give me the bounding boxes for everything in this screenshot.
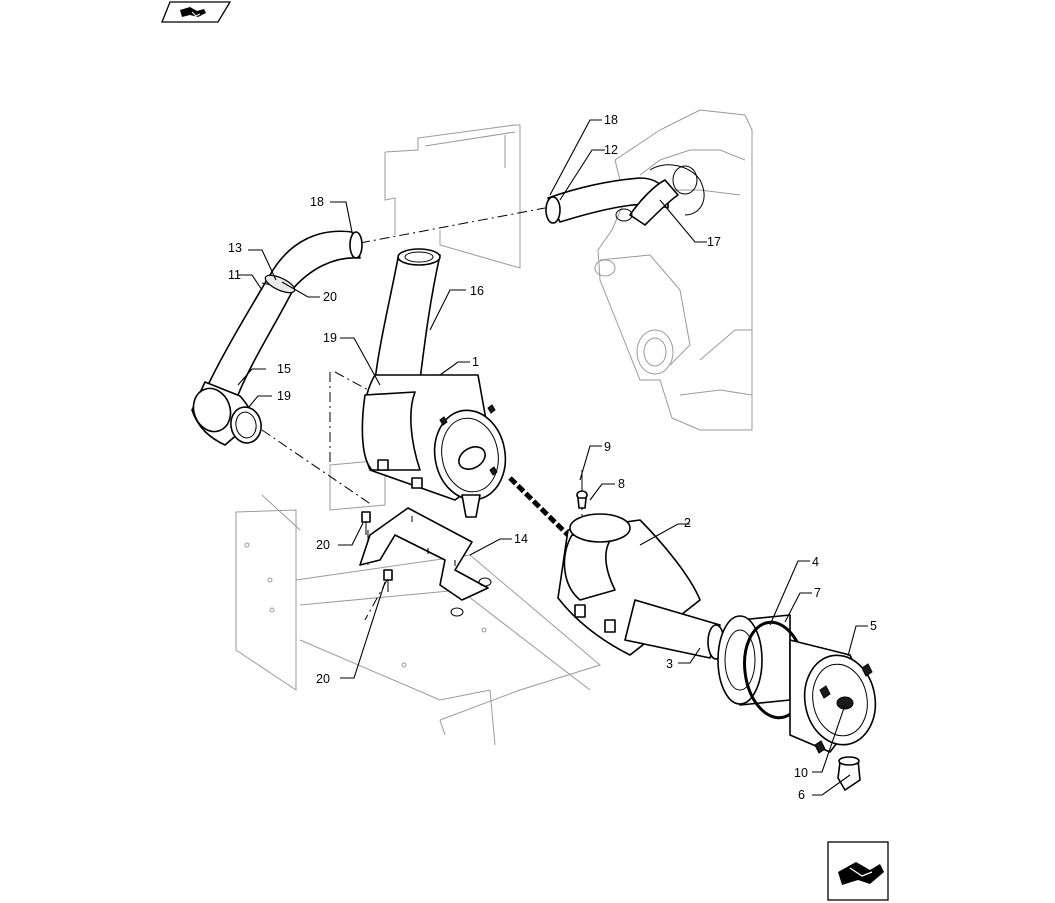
callout-labels: 18 13 11 20 15 19 16 19 1 18 12 17 9 8 2… bbox=[228, 113, 877, 802]
prev-page-button[interactable] bbox=[161, 1, 232, 23]
callout-label: 13 bbox=[228, 241, 242, 255]
callout-label: 20 bbox=[316, 538, 330, 552]
air-cleaner-1 bbox=[361, 374, 507, 518]
cover-5 bbox=[789, 639, 877, 754]
elbow-15 bbox=[191, 381, 262, 446]
callout-label: 7 bbox=[814, 586, 821, 600]
callout-label: 1 bbox=[472, 355, 479, 369]
callout-label: 10 bbox=[794, 766, 808, 780]
callout-label: 15 bbox=[277, 362, 291, 376]
callout-label: 2 bbox=[684, 516, 691, 530]
callout-label: 9 bbox=[604, 440, 611, 454]
bracket-14 bbox=[359, 507, 492, 617]
valve-6 bbox=[837, 756, 861, 791]
callout-label: 20 bbox=[323, 290, 337, 304]
callout-label: 11 bbox=[228, 268, 241, 282]
bolt-20-upper bbox=[361, 511, 371, 535]
callout-label: 5 bbox=[870, 619, 877, 633]
callout-label: 4 bbox=[812, 555, 819, 569]
callout-label: 20 bbox=[316, 672, 330, 686]
callout-label: 18 bbox=[310, 195, 324, 209]
next-page-button[interactable] bbox=[827, 841, 889, 901]
bolt-20-lower bbox=[383, 569, 393, 592]
callout-label: 8 bbox=[618, 477, 625, 491]
navigate-icon bbox=[180, 7, 206, 17]
engine-block bbox=[594, 109, 753, 431]
callout-label: 6 bbox=[798, 788, 805, 802]
callout-label: 14 bbox=[514, 532, 528, 546]
leader-lines bbox=[237, 119, 868, 796]
callout-label: 19 bbox=[323, 331, 337, 345]
hose-11 bbox=[207, 274, 297, 396]
intake-pipe-16 bbox=[374, 248, 441, 381]
callout-label: 12 bbox=[604, 143, 618, 157]
hose-18 bbox=[269, 230, 363, 293]
exploded-arrow bbox=[508, 476, 570, 537]
callout-label: 18 bbox=[604, 113, 618, 127]
callout-label: 16 bbox=[470, 284, 484, 298]
callout-label: 17 bbox=[707, 235, 721, 249]
navigate-icon bbox=[838, 862, 884, 885]
callout-label: 19 bbox=[277, 389, 291, 403]
hose-17 bbox=[615, 179, 679, 226]
callout-label: 3 bbox=[666, 657, 673, 671]
sensor-9 bbox=[576, 470, 588, 509]
filter-4 bbox=[717, 614, 791, 706]
